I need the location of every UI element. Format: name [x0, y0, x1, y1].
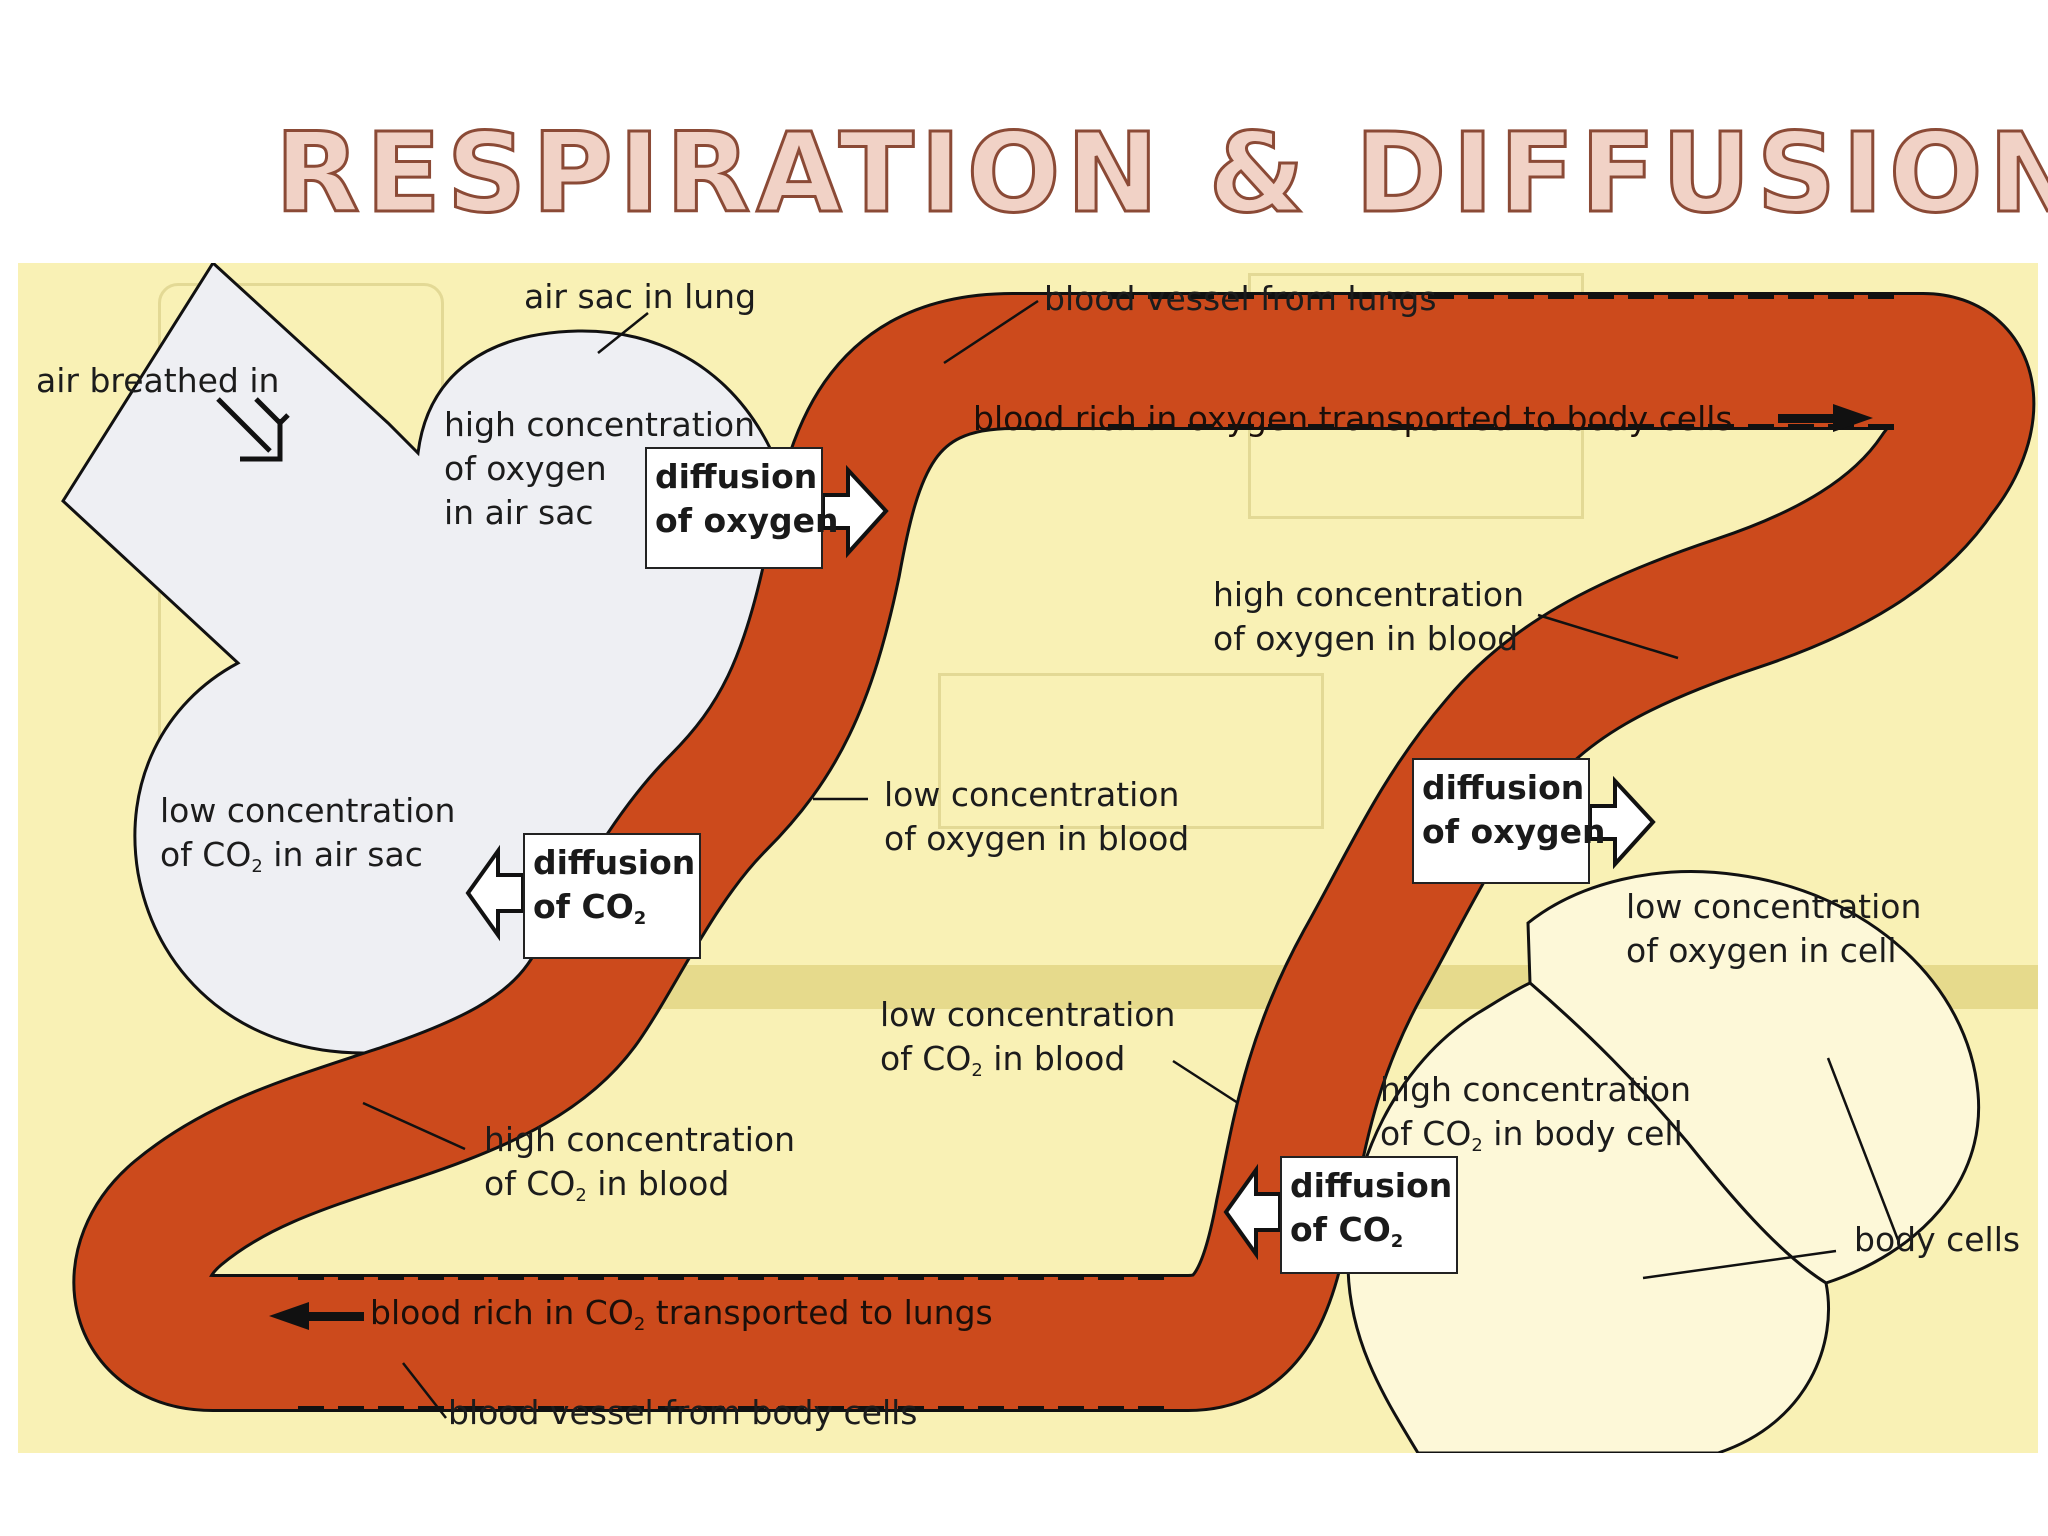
label-part: in blood — [586, 1164, 730, 1203]
diffusion-oxygen-box-cell: diffusion of oxygen — [1412, 758, 1606, 884]
label-low-o2-blood: low concentration of oxygen in blood — [884, 773, 1189, 861]
diffusion-oxygen-box-lung: diffusion of oxygen — [645, 447, 839, 569]
label-high-o2-air-sac: high concentration of oxygen in air sac — [444, 403, 755, 535]
box-line: diffusion — [533, 843, 696, 882]
box-line: diffusion — [1422, 768, 1585, 807]
label-line: low concentration — [884, 775, 1180, 814]
co2-diffusion-arrow-left — [465, 844, 525, 942]
label-low-co2-air-sac: low concentration of CO2 in air sac — [160, 789, 455, 889]
label-blood-vessel-from-body: blood vessel from body cells — [448, 1393, 918, 1432]
label-part: of CO — [484, 1164, 576, 1203]
vessel-dashes — [298, 293, 1898, 1412]
label-line: of oxygen — [444, 449, 607, 488]
subscript: 2 — [633, 908, 647, 929]
co2-diffusion-arrow-bottom — [1223, 1163, 1282, 1261]
box-line: of oxygen — [1422, 812, 1606, 851]
subscript: 2 — [1471, 1135, 1483, 1156]
flow-arrow-left — [269, 1302, 364, 1330]
label-blood-vessel-from-lungs: blood vessel from lungs — [1044, 279, 1437, 318]
background-box — [938, 673, 1324, 829]
label-line: high concentration — [484, 1120, 795, 1159]
page-title: RESPIRATION & DIFFUSION — [274, 109, 2048, 237]
label-line: low concentration — [1626, 887, 1922, 926]
o2-diffusion-arrow-right — [1588, 775, 1656, 870]
air-in-arrow — [216, 397, 290, 462]
diagram-panel: air sac in lung air breathed in blood ve… — [18, 263, 2038, 1453]
label-body-cells: body cells — [1854, 1220, 2021, 1259]
label-line: high concentration — [1213, 575, 1524, 614]
subscript: 2 — [575, 1185, 587, 1206]
subscript: 2 — [971, 1060, 983, 1081]
label-part: in air sac — [262, 835, 423, 874]
label-high-co2-cell: high concentration of CO2 in body cell — [1380, 1068, 1691, 1168]
box-part: of CO — [1290, 1210, 1391, 1249]
label-line: of CO2 in body cell — [1380, 1112, 1691, 1168]
label-part: blood rich in CO — [370, 1293, 634, 1332]
label-line: in air sac — [444, 493, 594, 532]
label-line: of CO2 in air sac — [160, 833, 455, 889]
label-part: of CO — [880, 1039, 972, 1078]
label-blood-rich-oxygen: blood rich in oxygen transported to body… — [973, 399, 1733, 438]
label-high-o2-blood: high concentration of oxygen in blood — [1213, 573, 1524, 661]
label-high-co2-blood: high concentration of CO2 in blood — [484, 1118, 795, 1218]
label-line: high concentration — [1380, 1070, 1691, 1109]
label-line: of CO2 in blood — [484, 1162, 795, 1218]
box-line: diffusion — [655, 457, 818, 496]
box-line: of oxygen — [655, 501, 839, 540]
box-line: diffusion — [1290, 1166, 1453, 1205]
box-line: of CO2 — [533, 885, 691, 941]
label-part: transported to lungs — [645, 1293, 993, 1332]
label-low-o2-cell: low concentration of oxygen in cell — [1626, 885, 1921, 973]
subscript: 2 — [251, 856, 263, 877]
box-line: of CO2 — [1290, 1208, 1448, 1264]
blood-vessel — [72, 292, 2036, 1412]
leader-lines — [362, 299, 1900, 1419]
o2-diffusion-arrow-top — [821, 464, 889, 559]
label-part: in body cell — [1482, 1114, 1683, 1153]
label-part: of CO — [160, 835, 252, 874]
label-line: of oxygen in cell — [1626, 931, 1897, 970]
subscript: 2 — [1390, 1231, 1404, 1252]
flow-arrow-right — [1778, 404, 1873, 432]
label-line: low concentration — [160, 791, 456, 830]
box-part: of CO — [533, 887, 634, 926]
label-air-sac: air sac in lung — [524, 277, 757, 316]
label-line: of CO2 in blood — [880, 1037, 1175, 1093]
label-blood-rich-co2: blood rich in CO2 transported to lungs — [370, 1293, 993, 1335]
label-line: low concentration — [880, 995, 1176, 1034]
diffusion-co2-box-cell: diffusion of CO2 — [1280, 1156, 1458, 1274]
label-air-breathed-in: air breathed in — [36, 361, 280, 400]
diffusion-co2-box-lung: diffusion of CO2 — [523, 833, 701, 959]
label-line: of oxygen in blood — [884, 819, 1190, 858]
label-low-co2-blood: low concentration of CO2 in blood — [880, 993, 1175, 1093]
label-line: high concentration — [444, 405, 755, 444]
body-cell-bottom — [1346, 981, 1830, 1453]
label-part: of CO — [1380, 1114, 1472, 1153]
label-part: in blood — [982, 1039, 1126, 1078]
subscript: 2 — [633, 1314, 646, 1335]
label-line: of oxygen in blood — [1213, 619, 1519, 658]
